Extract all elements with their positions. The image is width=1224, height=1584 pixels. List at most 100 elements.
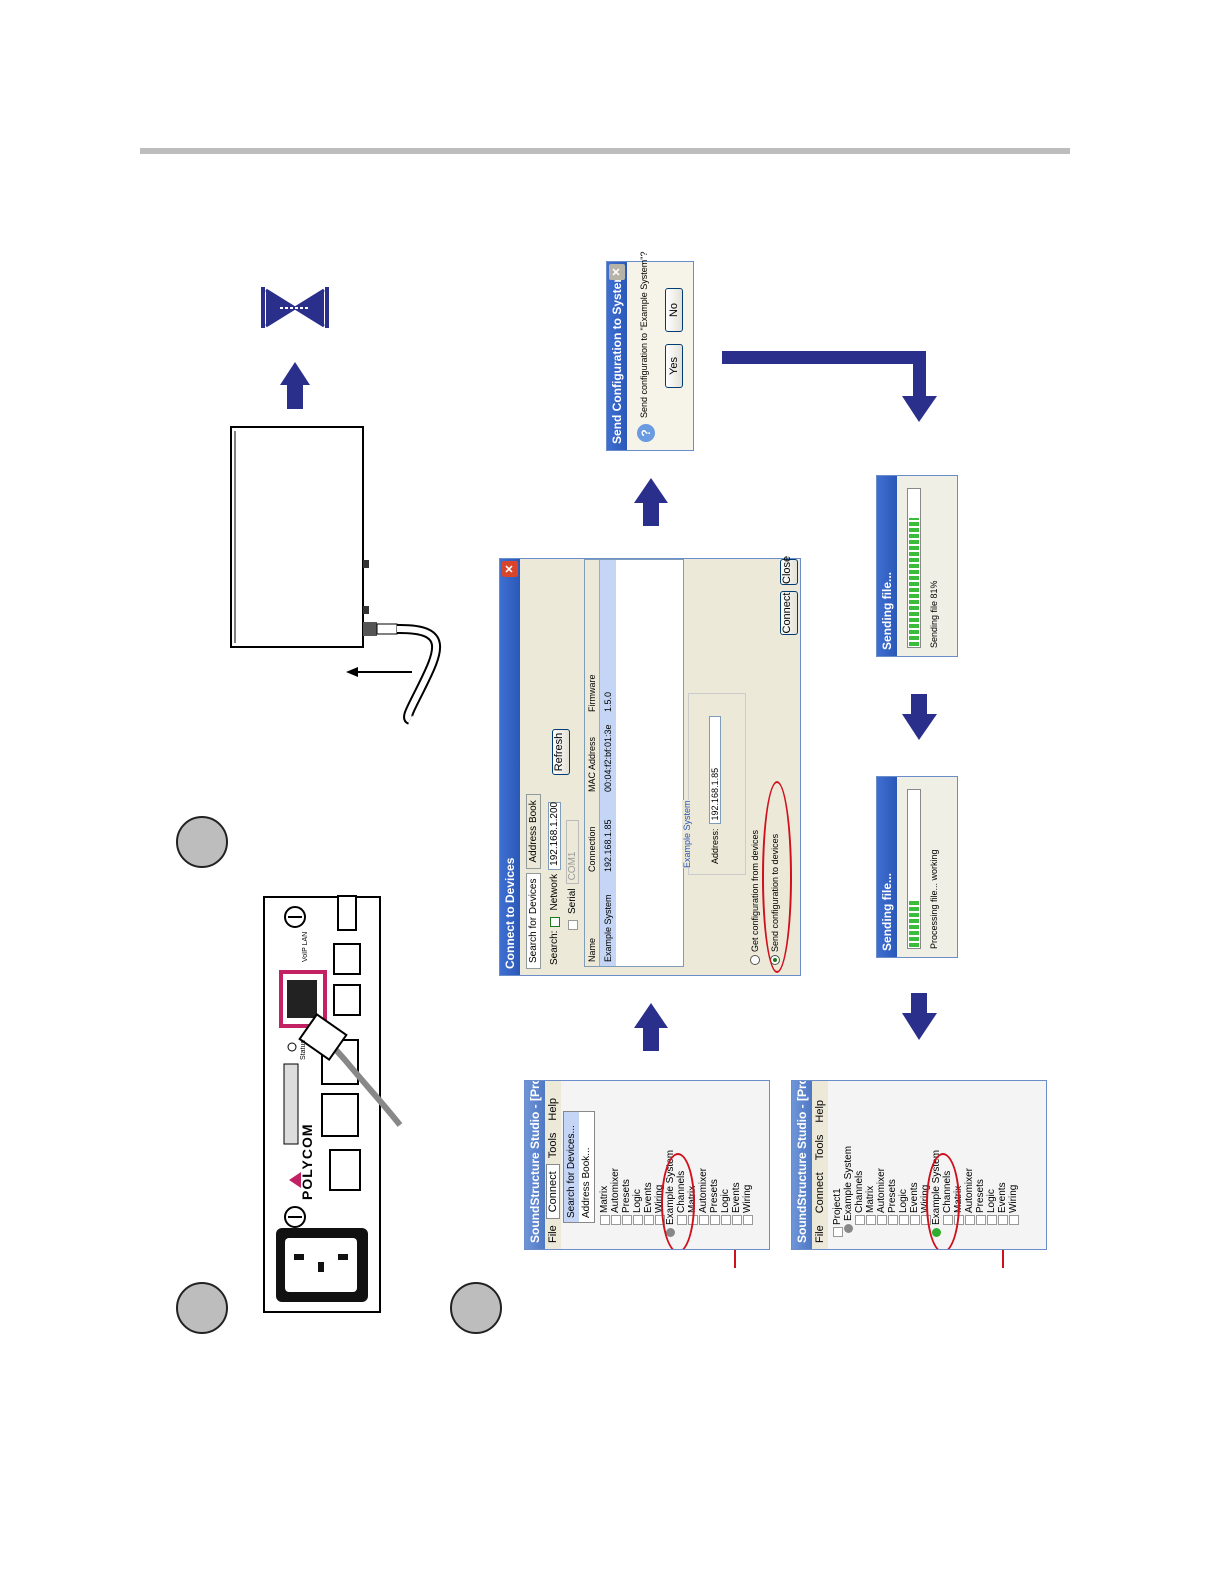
radio-get-label: Get configuration from devices: [750, 829, 760, 952]
tree-item[interactable]: Channels: [854, 1146, 865, 1245]
tree-item[interactable]: Automixer: [610, 1150, 621, 1245]
device-list: Name Connection MAC Address Firmware Exa…: [584, 559, 684, 967]
tree-item[interactable]: Events: [909, 1146, 920, 1245]
tree-item[interactable]: Automixer: [964, 1146, 975, 1245]
column-header[interactable]: Connection: [587, 826, 597, 872]
tree-item[interactable]: Presets: [709, 1150, 720, 1245]
refresh-button[interactable]: Refresh: [552, 729, 570, 775]
tree-item[interactable]: Presets: [887, 1146, 898, 1245]
device-mac: 00:04:f2:bf:01:3e: [603, 724, 613, 792]
menu-file[interactable]: File: [547, 1225, 559, 1243]
address-group: Example System Address: 192.168.1.85: [682, 693, 746, 875]
tree-item-system[interactable]: Example System: [843, 1146, 854, 1245]
menu-connect[interactable]: Connect: [546, 1164, 560, 1220]
tree-item[interactable]: Events: [643, 1150, 654, 1245]
address-input[interactable]: 192.168.1.85: [709, 716, 721, 825]
menu-item-address-book[interactable]: Address Book...: [581, 1147, 592, 1218]
menu-tools[interactable]: Tools: [547, 1132, 559, 1159]
tree-item[interactable]: Logic: [986, 1146, 997, 1245]
sending-dialog-81: Sending file... Sending file 81%: [876, 475, 958, 657]
tree-item[interactable]: Matrix: [599, 1150, 610, 1245]
studio-title: SoundStructure Studio - [Project2]: [792, 1081, 812, 1249]
menu-help[interactable]: Help: [547, 1097, 559, 1121]
tree-item[interactable]: Logic: [898, 1146, 909, 1245]
arrow-up-icon: [280, 362, 310, 409]
studio-title: SoundStructure Studio - [Project2]: [525, 1081, 545, 1249]
menu-bar: File Connect Tools Help: [812, 1081, 828, 1249]
device-rear-panel: [263, 895, 403, 1313]
tree-item[interactable]: Logic: [720, 1150, 731, 1245]
network-checkbox[interactable]: [549, 916, 560, 927]
tree-item-project[interactable]: Project1: [832, 1146, 843, 1245]
device-name: Example System: [603, 894, 613, 962]
highlight-oval: [661, 1153, 695, 1250]
connect-window: Connect to Devices ✕ Search for Devices …: [499, 556, 801, 976]
tree-item[interactable]: Presets: [975, 1146, 986, 1245]
tab-address-book[interactable]: Address Book: [526, 794, 541, 869]
column-header[interactable]: Name: [587, 937, 597, 962]
step-circle-2: [450, 1282, 502, 1334]
device-side-view: [230, 426, 441, 725]
menu-tools[interactable]: Tools: [814, 1134, 826, 1161]
search-label: Search:: [549, 930, 560, 965]
tree-item[interactable]: Events: [731, 1150, 742, 1245]
radio-get[interactable]: Get configuration from devices: [750, 830, 760, 965]
address-label: Address:: [710, 828, 720, 864]
question-icon: ?: [637, 424, 655, 442]
serial-label: Serial: [567, 888, 578, 914]
progress-fill: [909, 518, 919, 646]
menu-bar: File Connect Tools Help: [545, 1081, 561, 1249]
header-rule: [140, 148, 1070, 154]
close-icon[interactable]: ✕: [502, 561, 518, 577]
serial-checkbox[interactable]: [567, 920, 578, 930]
processing-status: Processing file... working: [929, 849, 939, 949]
brand-logo: POLYCOM: [299, 1123, 315, 1201]
close-button[interactable]: Close: [780, 556, 798, 585]
menu-file[interactable]: File: [814, 1225, 826, 1243]
tree-item[interactable]: Wiring: [1008, 1146, 1019, 1245]
connect-dropdown: Search for Devices... Address Book...: [563, 1111, 595, 1223]
column-header[interactable]: Firmware: [587, 674, 597, 713]
status-label: Status: [300, 1040, 307, 1060]
progress-bar: [907, 488, 921, 648]
step-circle-3: [176, 816, 228, 868]
elbow-arrow-icon: [722, 351, 937, 422]
progress-fill: [909, 899, 919, 947]
tree-item[interactable]: Presets: [621, 1150, 632, 1245]
port-label: VoIP LAN: [302, 931, 309, 962]
tree-item[interactable]: Automixer: [698, 1150, 709, 1245]
send-config-dialog: Send Configuration to System ✕ ? Send co…: [606, 252, 694, 451]
tree-item[interactable]: Logic: [632, 1150, 643, 1245]
network-address-input[interactable]: 192.168.1.200: [548, 801, 561, 870]
tab-search[interactable]: Search for Devices: [526, 872, 541, 969]
serial-port-select[interactable]: COM1: [566, 820, 579, 885]
send-config-message: Send configuration to "Example System"?: [639, 251, 649, 418]
menu-connect[interactable]: Connect: [814, 1172, 826, 1214]
close-icon[interactable]: ✕: [609, 264, 625, 280]
tree-item[interactable]: Matrix: [865, 1146, 876, 1245]
no-button[interactable]: No: [665, 288, 683, 332]
arrow-down-icon: [902, 694, 937, 740]
device-connection: 192.168.1.85: [603, 819, 613, 872]
arrow-up-icon: [634, 478, 668, 526]
step-circle-1: [176, 1282, 228, 1334]
arrow-up-icon: [634, 1003, 668, 1051]
tree-item[interactable]: Wiring: [742, 1150, 753, 1245]
connect-button[interactable]: Connect: [780, 591, 798, 635]
menu-item-search[interactable]: Search for Devices...: [564, 1112, 579, 1222]
column-header[interactable]: MAC Address: [587, 736, 597, 792]
menu-help[interactable]: Help: [814, 1099, 826, 1123]
network-label: Network: [549, 873, 560, 911]
yes-button[interactable]: Yes: [665, 344, 683, 388]
sending-title: Sending file...: [877, 777, 897, 957]
hourglass-icon: [261, 287, 329, 328]
send-config-title: Send Configuration to System: [607, 262, 627, 450]
tree-item[interactable]: Events: [997, 1146, 1008, 1245]
arrow-down-icon: [902, 993, 937, 1040]
tree-item[interactable]: Automixer: [876, 1146, 887, 1245]
highlight-oval: [762, 781, 792, 973]
table-row[interactable]: Example System 192.168.1.85 00:04:f2:bf:…: [600, 560, 616, 966]
studio-window-bottom: SoundStructure Studio - [Project2] File …: [791, 1080, 1047, 1250]
studio-window-top: SoundStructure Studio - [Project2] File …: [524, 1080, 770, 1250]
